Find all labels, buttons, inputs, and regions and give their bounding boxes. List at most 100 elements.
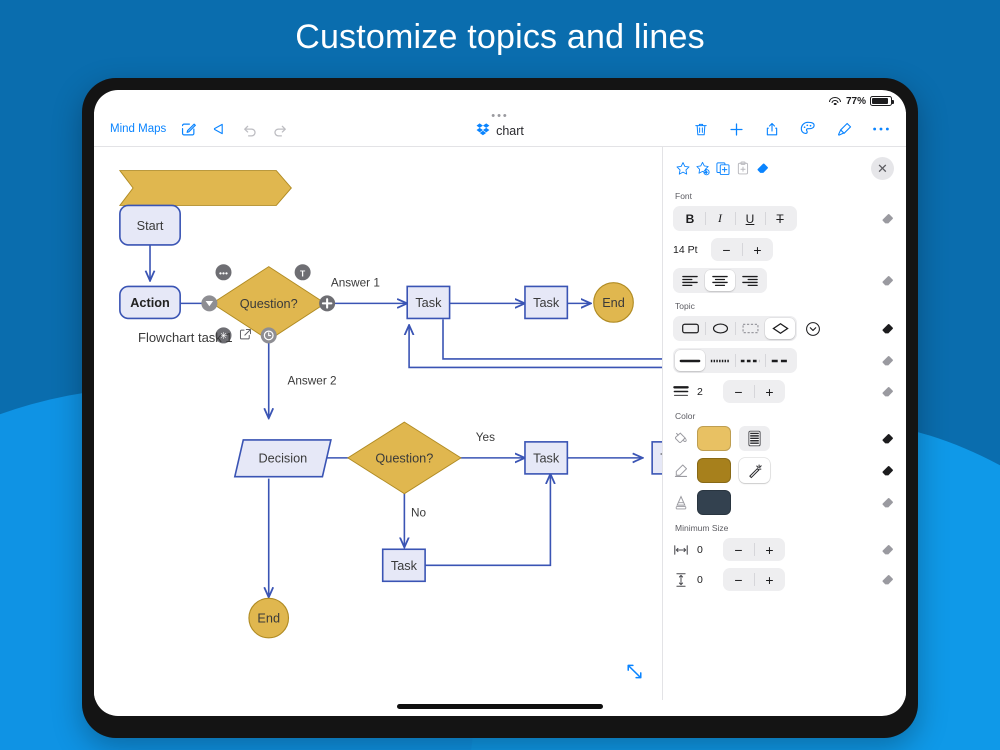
tablet-frame: 77% Mind Maps •••: [82, 78, 918, 738]
line-width-stepper[interactable]: − +: [723, 380, 785, 403]
font-style-row: B I U T: [673, 206, 896, 231]
app-toolbar: Mind Maps •••: [94, 110, 906, 147]
node-task-yes[interactable]: Task: [524, 441, 569, 475]
stroke-color-row: [673, 458, 896, 483]
clear-line-style-icon[interactable]: [880, 353, 896, 369]
node-task-b-label: Task: [533, 295, 560, 310]
dash-dot-line-button[interactable]: [735, 350, 765, 371]
document-title-area[interactable]: ••• chart: [394, 110, 606, 139]
undo-icon[interactable]: [241, 121, 258, 138]
font-size-value: 14 Pt: [673, 243, 698, 256]
share-icon[interactable]: [764, 121, 780, 138]
underline-button[interactable]: U: [735, 208, 765, 229]
node-question-2-label: Question?: [375, 451, 433, 466]
bold-button[interactable]: B: [685, 211, 695, 226]
line-style-segmented[interactable]: [673, 348, 797, 373]
node-end-bottom-label: End: [257, 611, 280, 626]
resize-diagonal-icon[interactable]: [625, 662, 644, 686]
node-decision[interactable]: Decision: [233, 439, 332, 478]
node-start[interactable]: Start: [119, 204, 181, 246]
rounded-rect-shape-button[interactable]: [675, 318, 705, 339]
node-end-top[interactable]: End: [593, 282, 634, 323]
node-task-a[interactable]: Task: [406, 285, 451, 320]
topic-shape-segmented[interactable]: [673, 316, 797, 341]
clear-alignment-icon[interactable]: [880, 273, 896, 289]
minimum-width-plus-button[interactable]: +: [754, 538, 785, 561]
italic-button[interactable]: I: [705, 208, 735, 229]
strikethrough-button[interactable]: T: [765, 208, 795, 229]
ellipse-shape-button[interactable]: [705, 318, 735, 339]
align-left-icon[interactable]: [675, 270, 705, 291]
window-handle-dots[interactable]: •••: [491, 110, 509, 122]
trash-icon[interactable]: [693, 121, 709, 138]
clear-text-color-icon[interactable]: [880, 495, 896, 511]
close-inspector-button[interactable]: ✕: [871, 157, 894, 180]
clear-minimum-height-icon[interactable]: [880, 572, 896, 588]
dashed-rect-shape-button[interactable]: [735, 318, 765, 339]
minimum-height-plus-button[interactable]: +: [754, 568, 785, 591]
diamond-shape-button[interactable]: [765, 318, 795, 339]
add-icon[interactable]: [728, 121, 745, 138]
node-task-no[interactable]: Task: [381, 548, 426, 583]
font-size-minus-button[interactable]: −: [722, 241, 731, 258]
stroke-color-swatch[interactable]: [697, 458, 731, 483]
pattern-icon[interactable]: [739, 426, 770, 451]
minimum-width-stepper[interactable]: − +: [723, 538, 785, 561]
clear-minimum-width-icon[interactable]: [880, 542, 896, 558]
font-style-segmented[interactable]: B I U T: [673, 206, 797, 231]
alignment-segmented[interactable]: [673, 268, 767, 293]
node-end-bottom[interactable]: End: [248, 597, 290, 639]
more-icon[interactable]: [872, 126, 890, 132]
chevron-down-circle-icon[interactable]: [805, 321, 821, 337]
flowchart-canvas[interactable]: Start Action Question? ••• T: [94, 147, 662, 700]
align-center-icon[interactable]: [705, 270, 735, 291]
compose-icon[interactable]: [180, 121, 197, 138]
edge-label-answer-1: Answer 1: [331, 276, 380, 289]
fill-color-swatch[interactable]: [697, 426, 731, 451]
dashed-line-button[interactable]: [765, 350, 795, 371]
flowchart-banner[interactable]: [118, 170, 292, 206]
minimum-width-minus-button[interactable]: −: [734, 541, 743, 558]
font-size-stepper[interactable]: − +: [711, 238, 773, 261]
node-action[interactable]: Action: [119, 285, 181, 320]
dotted-line-button[interactable]: [705, 350, 735, 371]
topic-section-label: Topic: [675, 301, 695, 311]
copy-style-icon[interactable]: [715, 161, 731, 177]
redo-icon[interactable]: [272, 121, 289, 138]
mind-maps-back-button[interactable]: Mind Maps: [110, 123, 167, 135]
selection-handles[interactable]: ••• T ✳: [201, 264, 336, 344]
paste-style-icon[interactable]: [735, 161, 751, 177]
edge-label-yes: Yes: [476, 431, 495, 444]
present-icon[interactable]: [211, 121, 227, 137]
solid-line-button[interactable]: [675, 350, 705, 371]
node-question-2[interactable]: Question?: [346, 421, 462, 495]
minimum-height-minus-button[interactable]: −: [734, 571, 743, 588]
clear-fill-color-icon[interactable]: [880, 431, 896, 447]
align-right-icon[interactable]: [735, 270, 765, 291]
clear-font-style-icon[interactable]: [880, 211, 896, 227]
line-style-row: [673, 348, 896, 373]
line-width-minus-button[interactable]: −: [734, 383, 743, 400]
minimum-size-section-label: Minimum Size: [675, 523, 729, 533]
star-add-icon[interactable]: [695, 161, 711, 177]
clear-stroke-color-icon[interactable]: [880, 463, 896, 479]
star-outline-icon[interactable]: [675, 161, 691, 177]
text-color-swatch[interactable]: [697, 490, 731, 515]
external-link-icon[interactable]: [239, 328, 252, 346]
node-question-1[interactable]: Question?: [211, 266, 327, 341]
magic-wand-icon[interactable]: [739, 458, 770, 483]
format-brush-icon[interactable]: [836, 121, 853, 138]
line-width-plus-button[interactable]: +: [754, 380, 785, 403]
node-task-right[interactable]: Task: [651, 441, 662, 475]
eraser-icon[interactable]: [755, 161, 771, 177]
minimum-height-stepper[interactable]: − +: [723, 568, 785, 591]
clear-topic-shape-icon[interactable]: [880, 321, 896, 337]
alignment-row: [673, 268, 896, 293]
dropbox-icon: [476, 122, 490, 139]
palette-icon[interactable]: [799, 120, 817, 138]
home-indicator[interactable]: [397, 704, 603, 709]
font-size-plus-button[interactable]: +: [742, 238, 773, 261]
node-task-b[interactable]: Task: [524, 285, 569, 320]
clear-line-width-icon[interactable]: [880, 384, 896, 400]
node-action-label: Action: [130, 295, 170, 310]
